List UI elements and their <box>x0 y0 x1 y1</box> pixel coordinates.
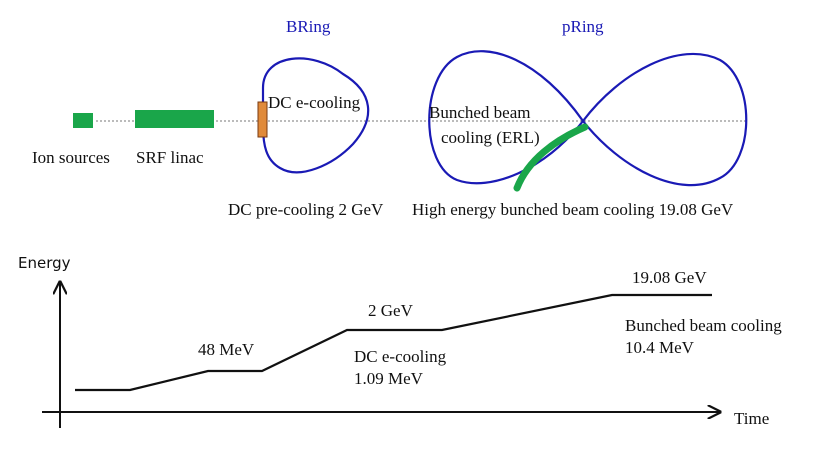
dc-ecooling-label: DC e-cooling <box>268 93 361 112</box>
energy-plot: Energy Time 48 MeV 2 GeV DC e-cooling 1.… <box>18 254 782 428</box>
beamline-layout: BRing pRing Ion sources SRF linac DC e-c… <box>32 17 748 219</box>
label-2gev: 2 GeV <box>368 301 414 320</box>
high-energy-caption: High energy bunched beam cooling 19.08 G… <box>412 200 734 219</box>
bring-label: BRing <box>286 17 331 36</box>
dc-precooling-caption: DC pre-cooling 2 GeV <box>228 200 384 219</box>
ion-source-block <box>73 113 93 128</box>
bring-ring <box>261 57 370 174</box>
pring-ring <box>428 50 748 187</box>
ion-sources-label: Ion sources <box>32 148 110 167</box>
dc-cooler-block <box>257 101 268 138</box>
srf-linac-block <box>135 110 214 128</box>
label-1-09mev: 1.09 MeV <box>354 369 424 388</box>
erl-cooler-arc <box>513 123 589 192</box>
label-bunched-beam-cooling: Bunched beam cooling <box>625 316 782 335</box>
label-19-08gev: 19.08 GeV <box>632 268 707 287</box>
energy-profile-line <box>75 293 712 392</box>
bunched-beam-label-line2: cooling (ERL) <box>441 128 540 147</box>
x-axis-label: Time <box>734 409 769 428</box>
label-48mev: 48 MeV <box>198 340 255 359</box>
y-axis-label: Energy <box>18 254 71 272</box>
label-dc-ecooling: DC e-cooling <box>354 347 447 366</box>
bunched-beam-label-line1: Bunched beam <box>429 103 531 122</box>
srf-linac-label: SRF linac <box>136 148 204 167</box>
label-10-4mev: 10.4 MeV <box>625 338 695 357</box>
pring-label: pRing <box>562 17 604 36</box>
